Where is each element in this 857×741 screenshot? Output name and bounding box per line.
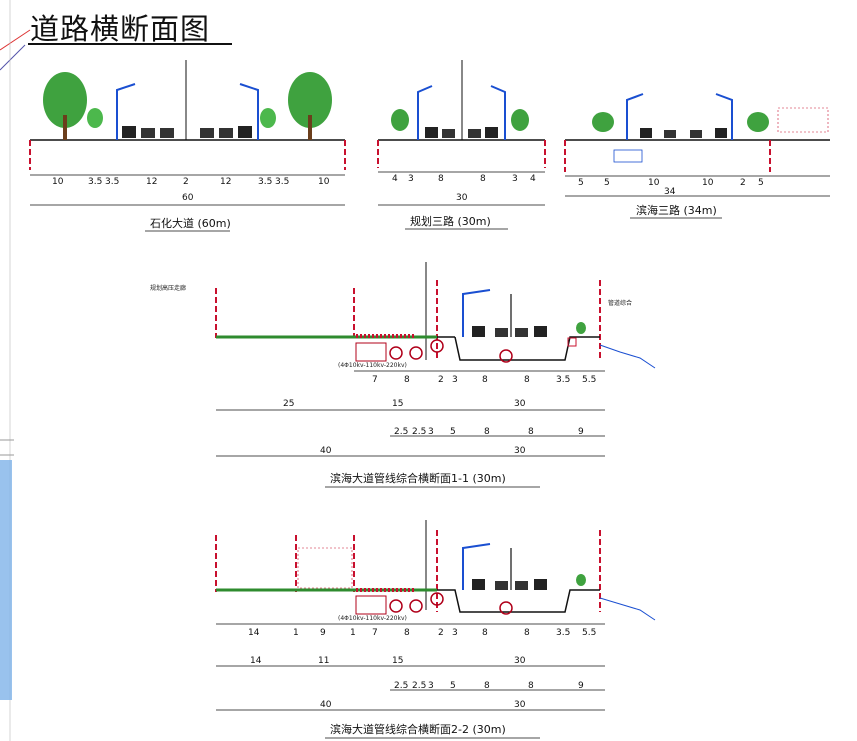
dim-11-r1-1: 7 [372, 375, 378, 385]
dim-11-r1-7: 3.5 [556, 375, 570, 385]
dim-binhai3-2: 5 [604, 178, 610, 188]
dim-22-r3-6: 8 [528, 681, 534, 691]
dim-shihua-7: 3.5 [258, 177, 272, 187]
dim-22-r1-10: 8 [524, 628, 530, 638]
caption-guihua: 规划三路 (30m) [410, 214, 491, 228]
dim-binhai3-5: 2 [740, 178, 746, 188]
dim-22-r1-6: 8 [404, 628, 410, 638]
dim-guihua-total: 30 [456, 193, 468, 203]
label-1-1-right: 管道综合 [608, 299, 632, 307]
dim-11-r2-3: 30 [514, 399, 526, 409]
dim-11-r2-2: 15 [392, 399, 403, 409]
dim-11-r4-2: 30 [514, 446, 526, 456]
dim-11-r3-7: 9 [578, 427, 584, 437]
page-title: 道路横断面图 [30, 12, 211, 46]
dim-11-r1-4: 3 [452, 375, 458, 385]
dim-22-r4-1: 40 [320, 700, 332, 710]
dim-22-r3-7: 9 [578, 681, 584, 691]
dim-22-r3-4: 5 [450, 681, 456, 691]
dim-11-r3-6: 8 [528, 427, 534, 437]
dim-22-r1-7: 2 [438, 628, 444, 638]
dim-11-r3-5: 8 [484, 427, 490, 437]
dim-11-r3-1: 2.5 [394, 427, 408, 437]
dim-11-r2-1: 25 [283, 399, 294, 409]
dim-shihua-5: 2 [183, 177, 189, 187]
dim-22-r2-2: 11 [318, 656, 329, 666]
dim-22-r2-3: 15 [392, 656, 403, 666]
dim-22-r3-3: 3 [428, 681, 434, 691]
label-1-1-left: 规划高压走廊 [150, 284, 186, 292]
dim-shihua-2: 3.5 [88, 177, 102, 187]
caption-1-1: 滨海大道管线综合横断面1-1 (30m) [330, 471, 506, 485]
dim-22-r1-9: 8 [482, 628, 488, 638]
dim-shihua-9: 10 [318, 177, 330, 187]
dim-11-r4-1: 40 [320, 446, 332, 456]
dim-shihua-8: 3.5 [275, 177, 289, 187]
dim-11-r1-5: 8 [482, 375, 488, 385]
dim-11-r1-3: 2 [438, 375, 444, 385]
dim-22-r3-5: 8 [484, 681, 490, 691]
dim-22-r1-1: 14 [248, 628, 260, 638]
dim-guihua-3: 8 [438, 174, 444, 184]
dim-guihua-1: 4 [392, 174, 398, 184]
dim-binhai3-1: 5 [578, 178, 584, 188]
section-guihua: 4 3 8 8 3 4 30 规划三路 (30m) [377, 60, 546, 230]
dim-shihua-1: 10 [52, 177, 64, 187]
caption-binhai3: 滨海三路 (34m) [636, 203, 717, 217]
dim-binhai3-4: 10 [702, 178, 714, 188]
section-shihua: 10 3.5 3.5 12 2 12 3.5 3.5 10 60 石化大道 (6… [29, 60, 346, 232]
dim-11-r1-6: 8 [524, 375, 530, 385]
dim-guihua-4: 8 [480, 174, 486, 184]
dim-guihua-6: 4 [530, 174, 536, 184]
dim-22-r1-11: 3.5 [556, 628, 570, 638]
dim-binhai3-6: 5 [758, 178, 764, 188]
dim-22-r1-4: 1 [350, 628, 356, 638]
dim-22-r3-1: 2.5 [394, 681, 408, 691]
dim-shihua-3: 3.5 [105, 177, 119, 187]
pipe-text-1-1: (4Φ10kv-110kv-220kv) [338, 362, 407, 369]
dim-11-r1-2: 8 [404, 375, 410, 385]
dim-11-r3-3: 3 [428, 427, 434, 437]
section-2-2: (4Φ10kv-110kv-220kv) 14 1 9 1 7 8 2 3 8 … [215, 520, 656, 739]
dim-22-r1-5: 7 [372, 628, 378, 638]
dim-shihua-total: 60 [182, 193, 194, 203]
dim-shihua-4: 12 [146, 177, 157, 187]
caption-shihua: 石化大道 (60m) [150, 216, 231, 230]
dim-22-r1-2: 1 [293, 628, 299, 638]
dim-22-r1-8: 3 [452, 628, 458, 638]
left-margin-decoration [0, 0, 31, 741]
pipe-text-2-2: (4Φ10kv-110kv-220kv) [338, 615, 407, 622]
dim-binhai3-3: 10 [648, 178, 660, 188]
dim-guihua-5: 3 [512, 174, 518, 184]
dim-22-r2-4: 30 [514, 656, 526, 666]
dim-22-r2-1: 14 [250, 656, 262, 666]
section-1-1: (4Φ10kv-110kv-220kv) 规划高压走廊 管道综合 7 8 2 3… [150, 262, 656, 488]
dim-11-r3-2: 2.5 [412, 427, 426, 437]
dim-22-r4-2: 30 [514, 700, 526, 710]
dim-22-r3-2: 2.5 [412, 681, 426, 691]
dim-11-r1-8: 5.5 [582, 375, 596, 385]
dim-22-r1-12: 5.5 [582, 628, 596, 638]
dim-11-r3-4: 5 [450, 427, 456, 437]
dim-guihua-2: 3 [408, 174, 414, 184]
dim-22-r1-3: 9 [320, 628, 326, 638]
dim-binhai3-total: 34 [664, 187, 676, 197]
caption-2-2: 滨海大道管线综合横断面2-2 (30m) [330, 722, 506, 736]
section-binhai3: 5 5 10 10 2 5 34 滨海三路 (34m) [564, 93, 830, 219]
dim-shihua-6: 12 [220, 177, 231, 187]
